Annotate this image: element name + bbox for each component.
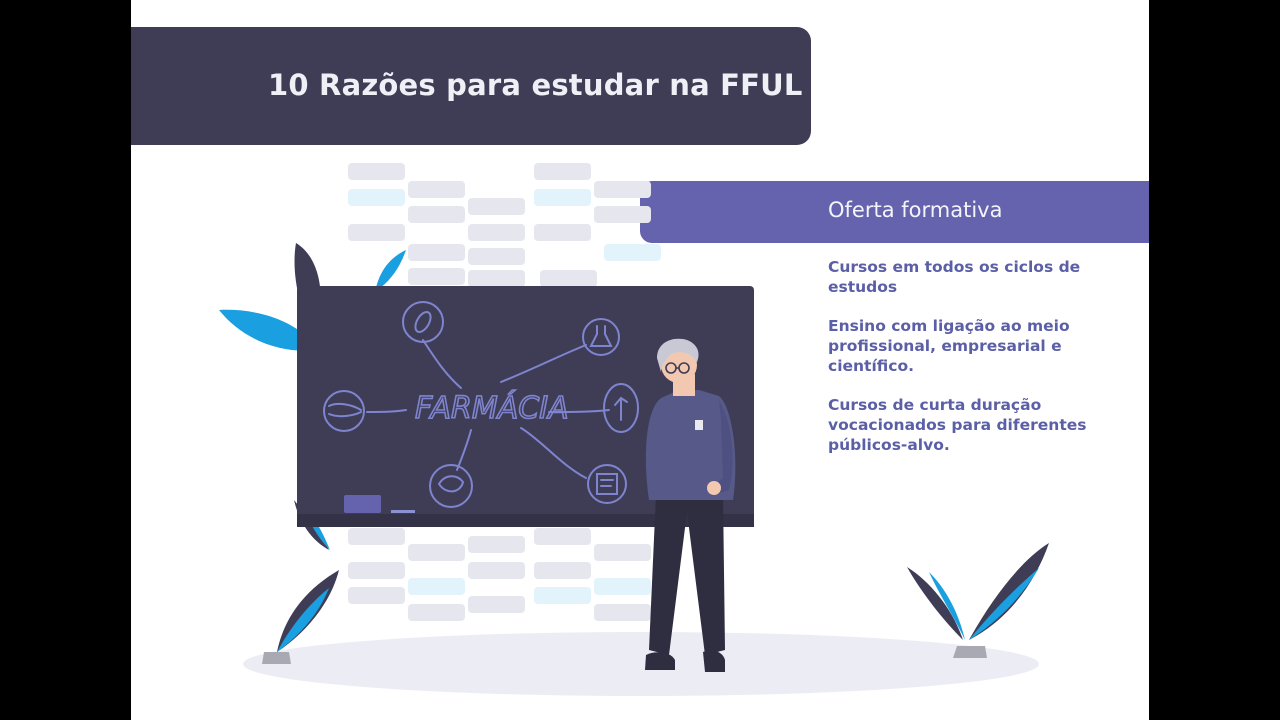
board-word: FARMÁCIA bbox=[415, 390, 569, 426]
title-banner bbox=[131, 27, 811, 145]
blackboard-ledge bbox=[297, 514, 754, 527]
plant-icon bbox=[603, 383, 639, 433]
illustration: FARMÁCIA bbox=[219, 163, 1049, 696]
pill-icon bbox=[402, 301, 444, 343]
flask-icon bbox=[582, 318, 620, 356]
paragraph-professional: Ensino com ligação ao meio profissional,… bbox=[828, 317, 1070, 375]
virus-icon bbox=[429, 464, 473, 508]
glasses-icon bbox=[665, 362, 690, 374]
chalk bbox=[391, 510, 415, 513]
slide-title: 10 Razões para estudar na FFUL bbox=[268, 68, 803, 102]
bacteria-icon bbox=[323, 390, 365, 432]
blackboard bbox=[297, 286, 754, 527]
teacher-figure bbox=[645, 338, 736, 672]
document-icon bbox=[587, 464, 627, 504]
left-front-plant bbox=[262, 570, 339, 664]
section-banner bbox=[640, 181, 1149, 243]
floor-shadow bbox=[243, 632, 1039, 696]
slide: 10 Razões para estudar na FFUL Oferta fo… bbox=[131, 0, 1149, 720]
paragraph-cycles: Cursos em todos os ciclos de estudos bbox=[828, 258, 1081, 296]
background-bars bbox=[348, 163, 661, 621]
paragraph-short-courses: Cursos de curta duração vocacionados par… bbox=[828, 396, 1087, 454]
eraser bbox=[344, 495, 381, 513]
chalk-mindmap bbox=[323, 301, 639, 508]
right-plant bbox=[907, 543, 1049, 658]
section-title: Oferta formativa bbox=[828, 198, 1003, 222]
